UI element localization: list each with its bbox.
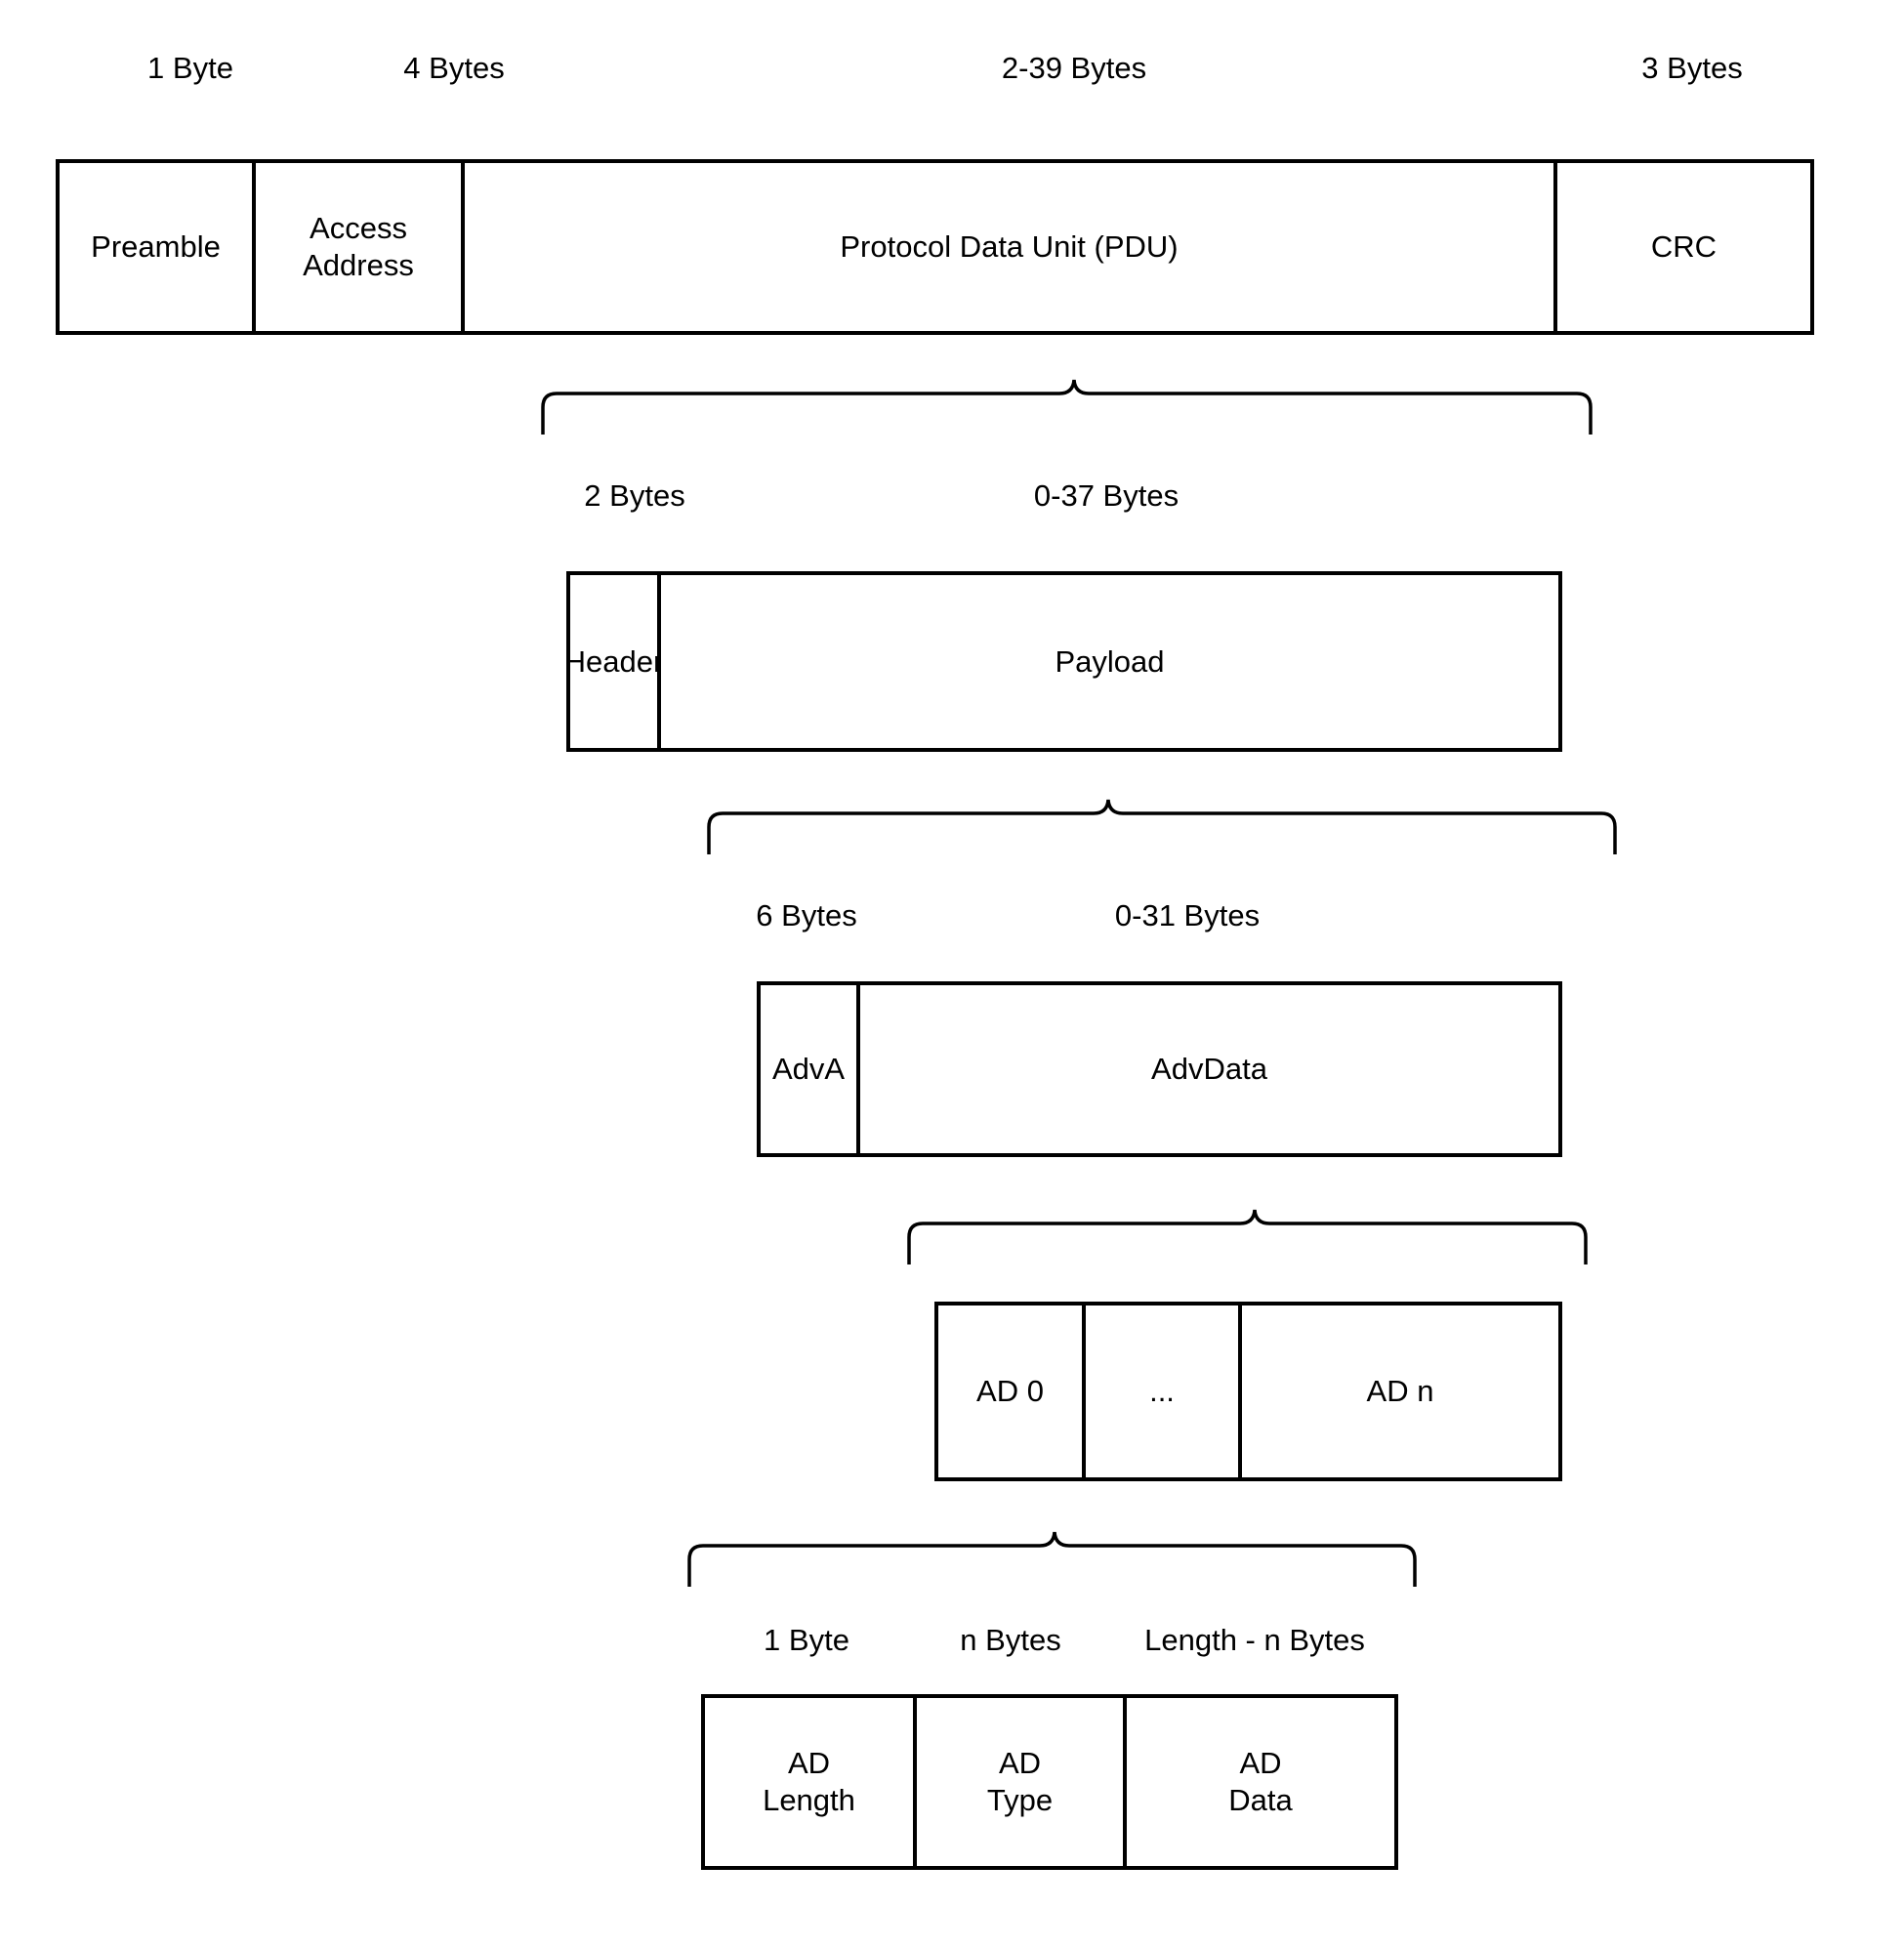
ad-structure-row: AD Length AD Type AD Data — [701, 1694, 1398, 1870]
field-ad0: AD 0 — [938, 1306, 1086, 1477]
field-access-address-label-line1: Access — [310, 211, 407, 245]
size-label-access-address: 4 Bytes — [403, 51, 505, 85]
field-adva-label: AdvA — [771, 1052, 846, 1086]
field-ad-data: AD Data — [1127, 1698, 1394, 1866]
field-access-address: Access Address — [256, 163, 465, 331]
brace-payload-expand — [703, 796, 1621, 854]
field-pdu: Protocol Data Unit (PDU) — [465, 163, 1557, 331]
brace-advdata-expand — [903, 1206, 1592, 1264]
field-ad-type: AD Type — [917, 1698, 1127, 1866]
field-pdu-label: Protocol Data Unit (PDU) — [840, 229, 1179, 264]
field-adn-label: AD n — [1366, 1374, 1434, 1408]
field-ad-ellipsis-label: ... — [1149, 1374, 1175, 1408]
field-ad-length-label-line2: Length — [763, 1783, 855, 1817]
field-payload: Payload — [661, 575, 1558, 748]
field-header: Header — [564, 575, 663, 748]
brace-pdu-expand — [537, 376, 1596, 435]
field-preamble: Preamble — [60, 163, 256, 331]
size-label-payload: 0-37 Bytes — [1033, 478, 1180, 513]
field-ad-ellipsis: ... — [1086, 1306, 1242, 1477]
field-advdata: AdvData — [860, 985, 1558, 1153]
payload-row: AdvA AdvData — [757, 981, 1562, 1157]
field-access-address-label-line2: Address — [303, 248, 414, 282]
field-ad-length-label-line1: AD — [787, 1746, 831, 1780]
size-label-pdu: 2-39 Bytes — [1001, 51, 1147, 85]
advdata-row: AD 0 ... AD n — [934, 1302, 1562, 1481]
size-label-ad-length: 1 Byte — [764, 1623, 849, 1657]
field-crc: CRC — [1557, 163, 1810, 331]
size-label-adva: 6 Bytes — [756, 898, 857, 933]
field-ad-length: AD Length — [705, 1698, 917, 1866]
field-advdata-label: AdvData — [1151, 1052, 1267, 1086]
size-label-header: 2 Bytes — [584, 478, 685, 513]
size-label-crc: 3 Bytes — [1641, 51, 1743, 85]
size-label-ad-type: n Bytes — [960, 1623, 1061, 1657]
size-label-advdata: 0-31 Bytes — [1114, 898, 1261, 933]
field-header-label: Header — [563, 643, 664, 679]
field-ad-data-label-line2: Data — [1228, 1783, 1293, 1817]
field-payload-label: Payload — [1055, 643, 1165, 679]
field-preamble-label: Preamble — [91, 229, 221, 264]
brace-ad-expand — [683, 1528, 1421, 1587]
field-adn: AD n — [1242, 1306, 1558, 1477]
field-ad-data-label-line1: AD — [1239, 1746, 1282, 1780]
size-label-ad-data: Length - n Bytes — [1144, 1623, 1365, 1657]
link-layer-packet-row: Preamble Access Address Protocol Data Un… — [56, 159, 1814, 335]
field-ad0-label: AD 0 — [976, 1374, 1044, 1408]
field-ad-type-label-line1: AD — [998, 1746, 1042, 1780]
field-adva: AdvA — [761, 985, 860, 1153]
field-ad-type-label-line2: Type — [986, 1783, 1054, 1817]
size-label-preamble: 1 Byte — [147, 51, 233, 85]
field-crc-label: CRC — [1650, 229, 1718, 264]
pdu-row: Header Payload — [564, 571, 1562, 752]
